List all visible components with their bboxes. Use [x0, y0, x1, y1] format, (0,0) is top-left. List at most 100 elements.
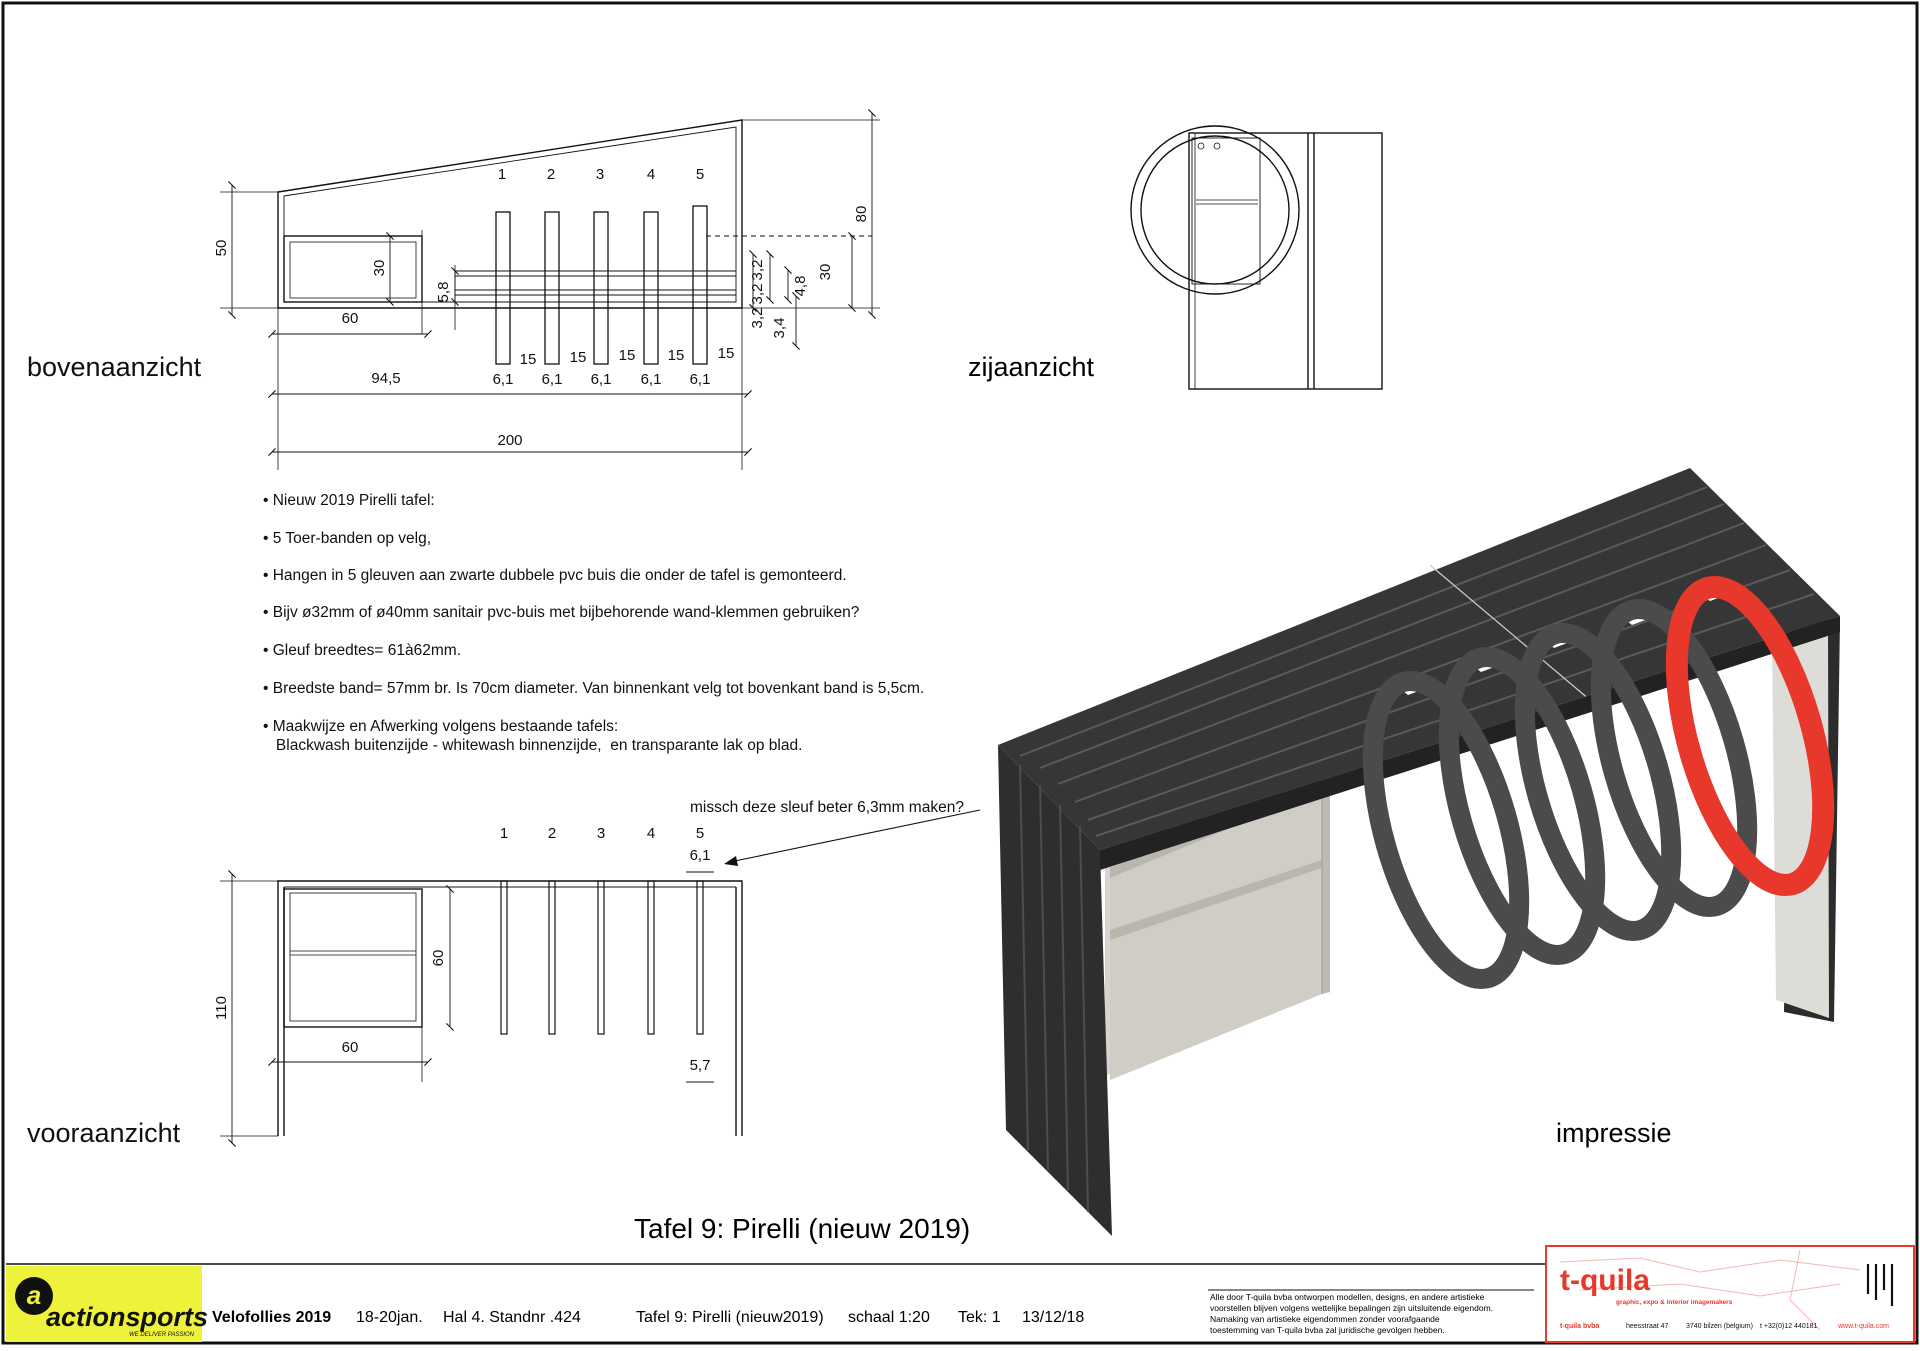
view-label-side: zijaanzicht — [968, 352, 1095, 382]
dim-label: 4,8 — [792, 276, 809, 297]
notes-block: • Nieuw 2019 Pirelli tafel: • 5 Toer-ban… — [263, 492, 924, 754]
company-legal: t-quila bvba — [1560, 1323, 1599, 1330]
dim-label: 6,1 — [641, 371, 662, 388]
view-label-impression: impressie — [1556, 1118, 1672, 1148]
stand-info: Hal 4. Standnr .424 — [443, 1309, 581, 1326]
slot-number: 1 — [498, 166, 506, 183]
dim-label: 60 — [342, 1039, 359, 1056]
slot-4 — [647, 880, 655, 1035]
copyright-line: Alle door T-quila bvba ontworpen modelle… — [1210, 1292, 1485, 1302]
dim-label: 6,1 — [542, 371, 563, 388]
dim-label: 3,2 — [749, 308, 766, 329]
slot-1 — [500, 880, 508, 1035]
dim-label: 5,8 — [435, 282, 452, 303]
note-line: Blackwash buitenzijde - whitewash binnen… — [263, 737, 802, 754]
slot-number: 3 — [597, 825, 605, 842]
note-line: • Maakwijze en Afwerking volgens bestaan… — [263, 718, 618, 735]
dim-label: 15 — [718, 345, 735, 362]
slot-number: 5 — [696, 825, 704, 842]
dim-label: 6,1 — [493, 371, 514, 388]
dim-label: 50 — [213, 240, 230, 257]
tire-3 — [1514, 622, 1682, 942]
shelf-board — [1110, 860, 1322, 940]
dim-label: 15 — [619, 347, 636, 364]
actionsports-logo-mark — [15, 1277, 53, 1315]
side-view-tire-inner — [1140, 135, 1290, 285]
side-view-tire-outer — [1130, 125, 1300, 295]
tire-2 — [1438, 646, 1606, 966]
front-view-labels: 1 2 3 4 5 110 60 60 6,1 5,7 missch deze … — [27, 799, 964, 1148]
dim-label: 60 — [430, 950, 447, 967]
title-block: a actionsports WE DELIVER PASSION Velofo… — [6, 1245, 1915, 1343]
tire-1 — [1362, 670, 1530, 990]
logo-mark-letter: a — [27, 1280, 41, 1310]
top-view — [220, 109, 880, 470]
company-web: www.t-quila.com — [1837, 1323, 1889, 1330]
tire-5-red — [1665, 575, 1835, 897]
slot-4 — [643, 211, 659, 365]
dim-label: 3,2 — [749, 260, 766, 281]
dim-label: 200 — [497, 432, 522, 449]
slot-3 — [593, 211, 609, 365]
company-city: 3740 bilzen (belgium) — [1686, 1323, 1753, 1330]
dim-label: 3,4 — [771, 318, 788, 339]
dim-label: 80 — [853, 206, 870, 223]
note-line: • Breedste band= 57mm br. Is 70cm diamet… — [263, 680, 924, 697]
company-street: heesstraat 47 — [1626, 1323, 1669, 1330]
dim-label: 15 — [570, 349, 587, 366]
slot-5 — [692, 205, 708, 365]
note-line: • Nieuw 2019 Pirelli tafel: — [263, 492, 435, 509]
company-name: t-quila — [1560, 1264, 1650, 1297]
slot-1 — [495, 211, 511, 365]
dim-label: 6,1 — [591, 371, 612, 388]
dim-label: 3,2 — [749, 284, 766, 305]
slot-3 — [597, 880, 605, 1035]
slot-number: 2 — [547, 166, 555, 183]
impression-render — [998, 468, 1840, 1236]
dim-label: 6,1 — [690, 371, 711, 388]
drawing-date: 13/12/18 — [1022, 1309, 1084, 1326]
dim-label: 5,7 — [690, 1057, 711, 1074]
note-line: • Hangen in 5 gleuven aan zwarte dubbele… — [263, 567, 847, 584]
tquila-logo-box — [1545, 1245, 1915, 1343]
scale-info: schaal 1:20 — [848, 1309, 930, 1326]
logo-tagline: WE DELIVER PASSION — [129, 1332, 195, 1338]
slot-number: 4 — [647, 166, 655, 183]
event-name: Velofollies 2019 — [212, 1309, 331, 1326]
top-view-slots — [495, 205, 708, 365]
side-view-outline — [1188, 132, 1383, 390]
logo-name: actionsports — [46, 1302, 208, 1332]
note-line: • Bijv ø32mm of ø40mm sanitair pvc-buis … — [263, 604, 860, 621]
front-view-cabinet — [283, 888, 423, 1028]
tquila-emblem-icon — [1866, 1264, 1894, 1306]
drawing-number: Tek: 1 — [958, 1309, 1001, 1326]
front-view-slots — [500, 880, 704, 1035]
slot-number: 3 — [596, 166, 604, 183]
dim-label: 60 — [342, 310, 359, 327]
dim-label: 110 — [213, 996, 230, 1020]
slot-2 — [544, 211, 560, 365]
table-top — [998, 468, 1840, 850]
view-label-top: bovenaanzicht — [27, 352, 202, 382]
front-view — [220, 809, 981, 1147]
slot-annotation: missch deze sleuf beter 6,3mm maken? — [690, 799, 964, 816]
copyright-line: Namaking van artistieke eigendommen zond… — [1210, 1314, 1440, 1324]
dim-label: 15 — [520, 351, 537, 368]
event-dates: 18-20jan. — [356, 1309, 423, 1326]
slot-number: 2 — [548, 825, 556, 842]
slot-2 — [548, 880, 556, 1035]
top-view-drawer — [283, 235, 423, 303]
note-line: • Gleuf breedtes= 61à62mm. — [263, 642, 461, 659]
table-info: Tafel 9: Pirelli (nieuw2019) — [636, 1309, 824, 1326]
dim-label: 6,1 — [690, 847, 711, 864]
dim-label: 30 — [371, 260, 388, 277]
front-view-outline — [277, 880, 743, 1136]
tire-4 — [1590, 598, 1758, 918]
dim-label: 94,5 — [371, 370, 400, 387]
top-view-labels: 1 2 3 4 5 50 30 5,8 60 94,5 200 80 30 3,… — [27, 166, 870, 449]
slot-number: 5 — [696, 166, 704, 183]
view-label-front: vooraanzicht — [27, 1118, 181, 1148]
